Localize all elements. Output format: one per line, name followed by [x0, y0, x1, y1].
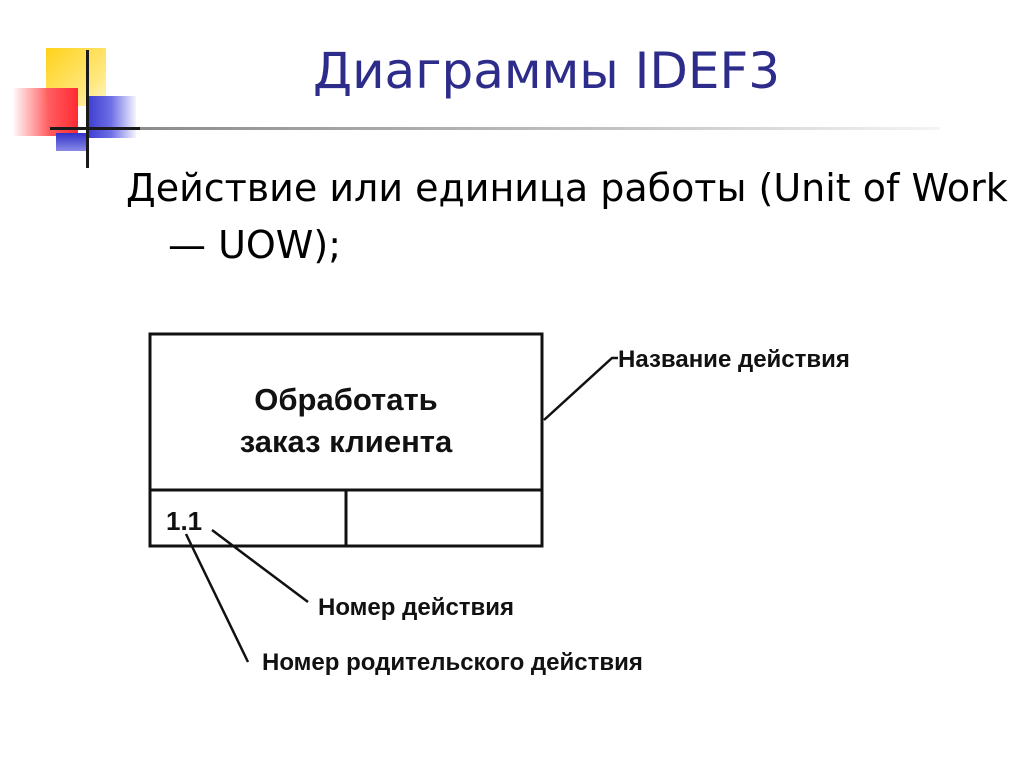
- box-label-line1: Обработать: [254, 382, 437, 417]
- box-label-line2: заказ клиента: [240, 424, 453, 459]
- callout-line-action-number: [212, 530, 308, 602]
- callout-line-parent-number: [186, 534, 248, 662]
- callout-action-name: Название действия: [618, 346, 850, 373]
- box-number: 1.1: [166, 506, 202, 536]
- callout-line-action-name: [544, 358, 618, 420]
- callout-action-number: Номер действия: [318, 594, 514, 621]
- callout-parent-number: Номер родительского действия: [262, 649, 643, 676]
